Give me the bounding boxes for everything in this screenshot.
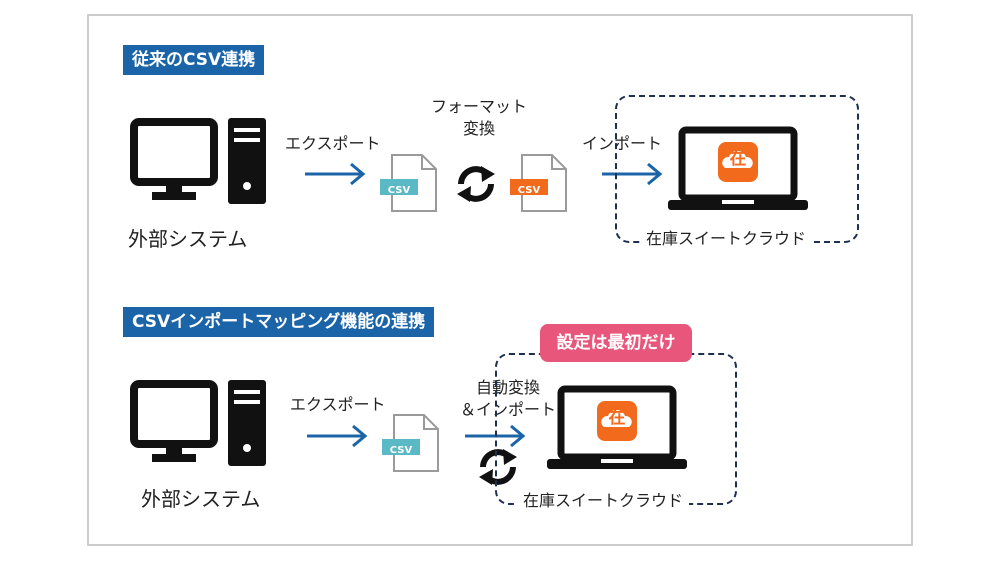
desktop-computer-icon xyxy=(130,118,266,204)
export-label: エクスポート xyxy=(285,134,381,153)
target-system-label: 在庫スイートクラウド xyxy=(640,229,813,249)
import-label: インポート xyxy=(582,134,663,153)
section-heading-traditional: 従来のCSV連携 xyxy=(123,45,265,75)
format-conversion-line2: 変換 xyxy=(462,119,495,138)
csv-file-icon xyxy=(510,154,567,212)
app-icon-char: 在 xyxy=(608,408,626,428)
arrow-right-icon xyxy=(602,162,663,186)
csv-file-icon xyxy=(380,154,437,212)
export-label: エクスポート xyxy=(290,395,386,414)
csv-file-label: CSV xyxy=(387,185,411,196)
csv-file-label: CSV xyxy=(389,445,413,456)
arrow-right-icon xyxy=(465,424,526,448)
arrow-right-icon xyxy=(307,424,368,448)
external-system-label: 外部システム xyxy=(128,227,248,251)
csv-file-icon xyxy=(382,414,439,472)
target-system-label: 在庫スイートクラウド xyxy=(517,491,690,511)
sync-icon xyxy=(457,166,495,202)
csv-file-label: CSV xyxy=(517,185,541,196)
app-icon-char: 在 xyxy=(729,149,747,169)
sync-icon xyxy=(479,449,517,485)
section-heading-mapping: CSVインポートマッピング機能の連携 xyxy=(123,307,435,337)
auto-conversion-line1: 自動変換 xyxy=(475,378,540,397)
diagram-frame xyxy=(87,14,913,546)
external-system-label: 外部システム xyxy=(141,487,261,511)
arrow-right-icon xyxy=(305,162,366,186)
laptop-icon xyxy=(547,385,687,469)
laptop-icon xyxy=(668,126,808,210)
auto-conversion-line2: ＆インポート xyxy=(459,400,556,419)
setup-once-badge: 設定は最初だけ xyxy=(540,324,692,362)
desktop-computer-icon xyxy=(130,380,266,466)
format-conversion-line1: フォーマット xyxy=(430,97,527,116)
